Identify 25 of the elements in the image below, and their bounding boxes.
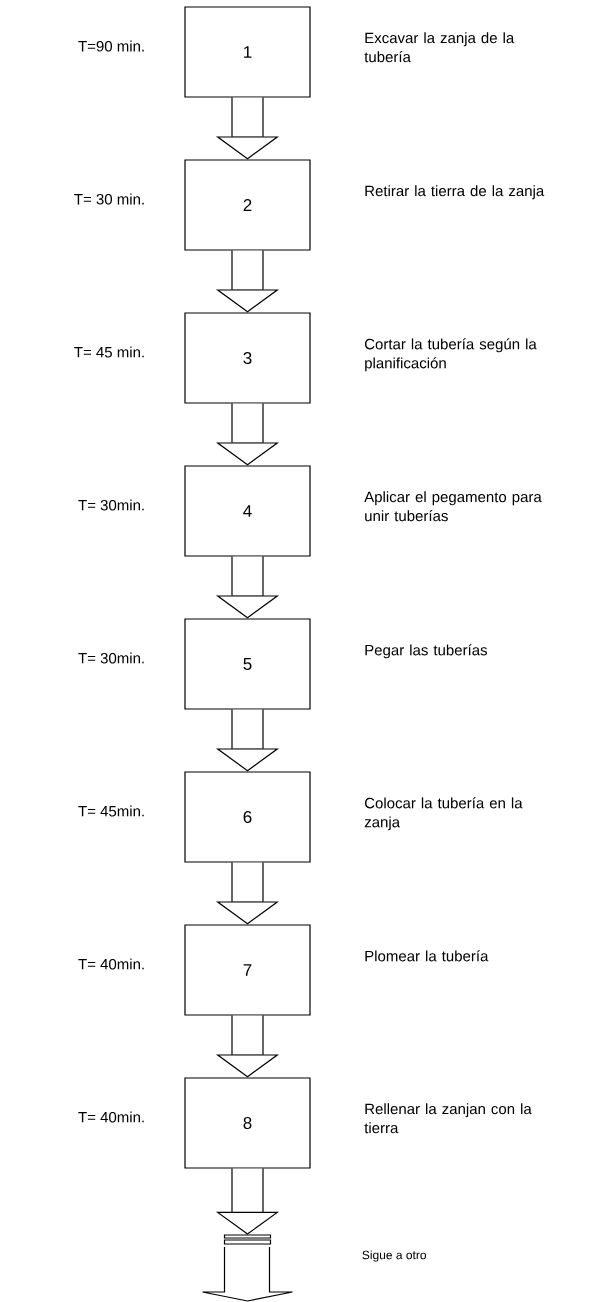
duration-label: T= 30min.	[78, 652, 144, 664]
duration-label: T= 30min.	[78, 499, 144, 511]
step-box: 1	[184, 6, 311, 98]
continuation-label: Sigue a otro	[362, 1250, 427, 1262]
duration-label: T= 40min.	[78, 1111, 144, 1123]
step-box: 6	[184, 771, 311, 863]
step-description: Pegar las tuberías	[365, 644, 487, 659]
step-box: 8	[184, 1077, 311, 1169]
duration-label: T= 45min.	[78, 805, 144, 817]
step-box: 2	[184, 159, 311, 251]
duration-label: T=90 min.	[78, 40, 144, 52]
duration-label: T= 45 min.	[74, 346, 144, 358]
duration-label: T= 30 min.	[74, 193, 144, 205]
step-box: 4	[184, 465, 311, 557]
step-box: 3	[184, 312, 311, 404]
step-description: Cortar la tubería según la planificación	[364, 338, 537, 372]
duration-label: T= 40min.	[78, 958, 144, 970]
step-description: Plomear la tubería	[365, 950, 489, 962]
step-description: Retirar la tierra de la zanja	[365, 185, 545, 200]
step-description: Colocar la tubería en la zanja	[364, 797, 523, 831]
step-description: Aplicar el pegamento para unir tuberías	[364, 491, 542, 522]
step-description: Rellenar la zanjan con la tierra	[364, 1103, 532, 1134]
step-box: 7	[184, 924, 311, 1016]
step-box: 5	[184, 618, 311, 710]
step-description: Excavar la zanja de la tubería	[364, 32, 515, 63]
